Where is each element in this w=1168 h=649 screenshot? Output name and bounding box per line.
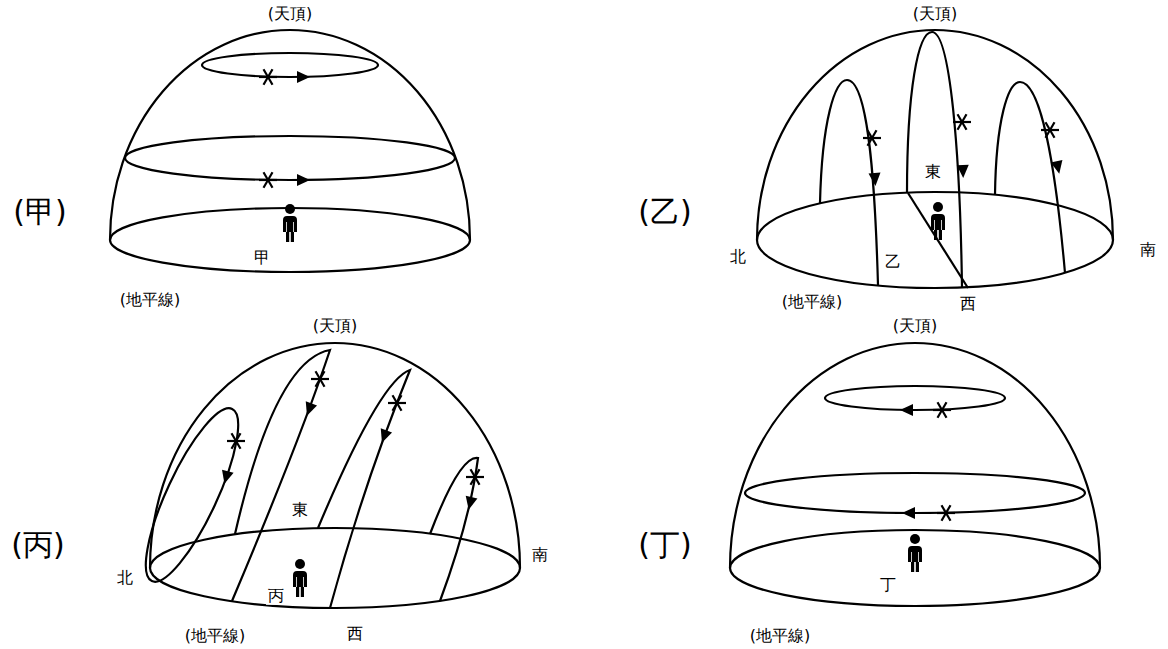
star-trail xyxy=(125,136,455,180)
star-trail xyxy=(430,458,478,601)
horizon xyxy=(730,530,1100,606)
direction-label: 東 xyxy=(923,163,943,181)
panel-label: (丁) xyxy=(636,528,693,563)
direction-label: 北 xyxy=(115,569,135,587)
star-trail xyxy=(907,32,962,287)
direction-label: 北 xyxy=(728,248,748,266)
zenith-label: (天頂) xyxy=(911,5,959,23)
direction-label: 西 xyxy=(958,295,978,313)
observer-label: 乙 xyxy=(883,253,903,271)
horizon-label: (地平線) xyxy=(183,627,247,645)
panel-label: (甲) xyxy=(11,195,68,230)
star-trail xyxy=(232,350,330,601)
horizon-label: (地平線) xyxy=(118,291,182,309)
star-trail xyxy=(995,82,1065,273)
dome xyxy=(150,343,520,568)
star-trail xyxy=(318,370,410,608)
star-trail xyxy=(820,80,878,285)
star-trail xyxy=(202,53,378,77)
observer-label: 丙 xyxy=(266,587,286,605)
zenith-label: (天頂) xyxy=(891,317,939,335)
star-trail xyxy=(129,398,255,591)
star-trail xyxy=(825,386,1005,410)
star-symbols xyxy=(227,69,1059,521)
horizon xyxy=(757,192,1113,288)
observer-figures xyxy=(283,202,945,597)
direction-label: 東 xyxy=(290,501,310,519)
horizon-label: (地平線) xyxy=(780,293,844,311)
zenith-label: (天頂) xyxy=(311,317,359,335)
panel-label: (丙) xyxy=(9,528,66,563)
observer-label: 丁 xyxy=(878,576,898,594)
zenith-label: (天頂) xyxy=(266,5,314,23)
dome xyxy=(757,30,1113,240)
observer-label: 甲 xyxy=(252,249,272,267)
horizon xyxy=(150,528,520,608)
panel-label: (乙) xyxy=(636,195,693,230)
direction-label: 西 xyxy=(345,625,365,643)
direction-label: 南 xyxy=(530,546,550,564)
motion-arrowheads xyxy=(219,71,1065,519)
direction-label: 南 xyxy=(1138,241,1158,259)
horizon-label: (地平線) xyxy=(748,627,812,645)
